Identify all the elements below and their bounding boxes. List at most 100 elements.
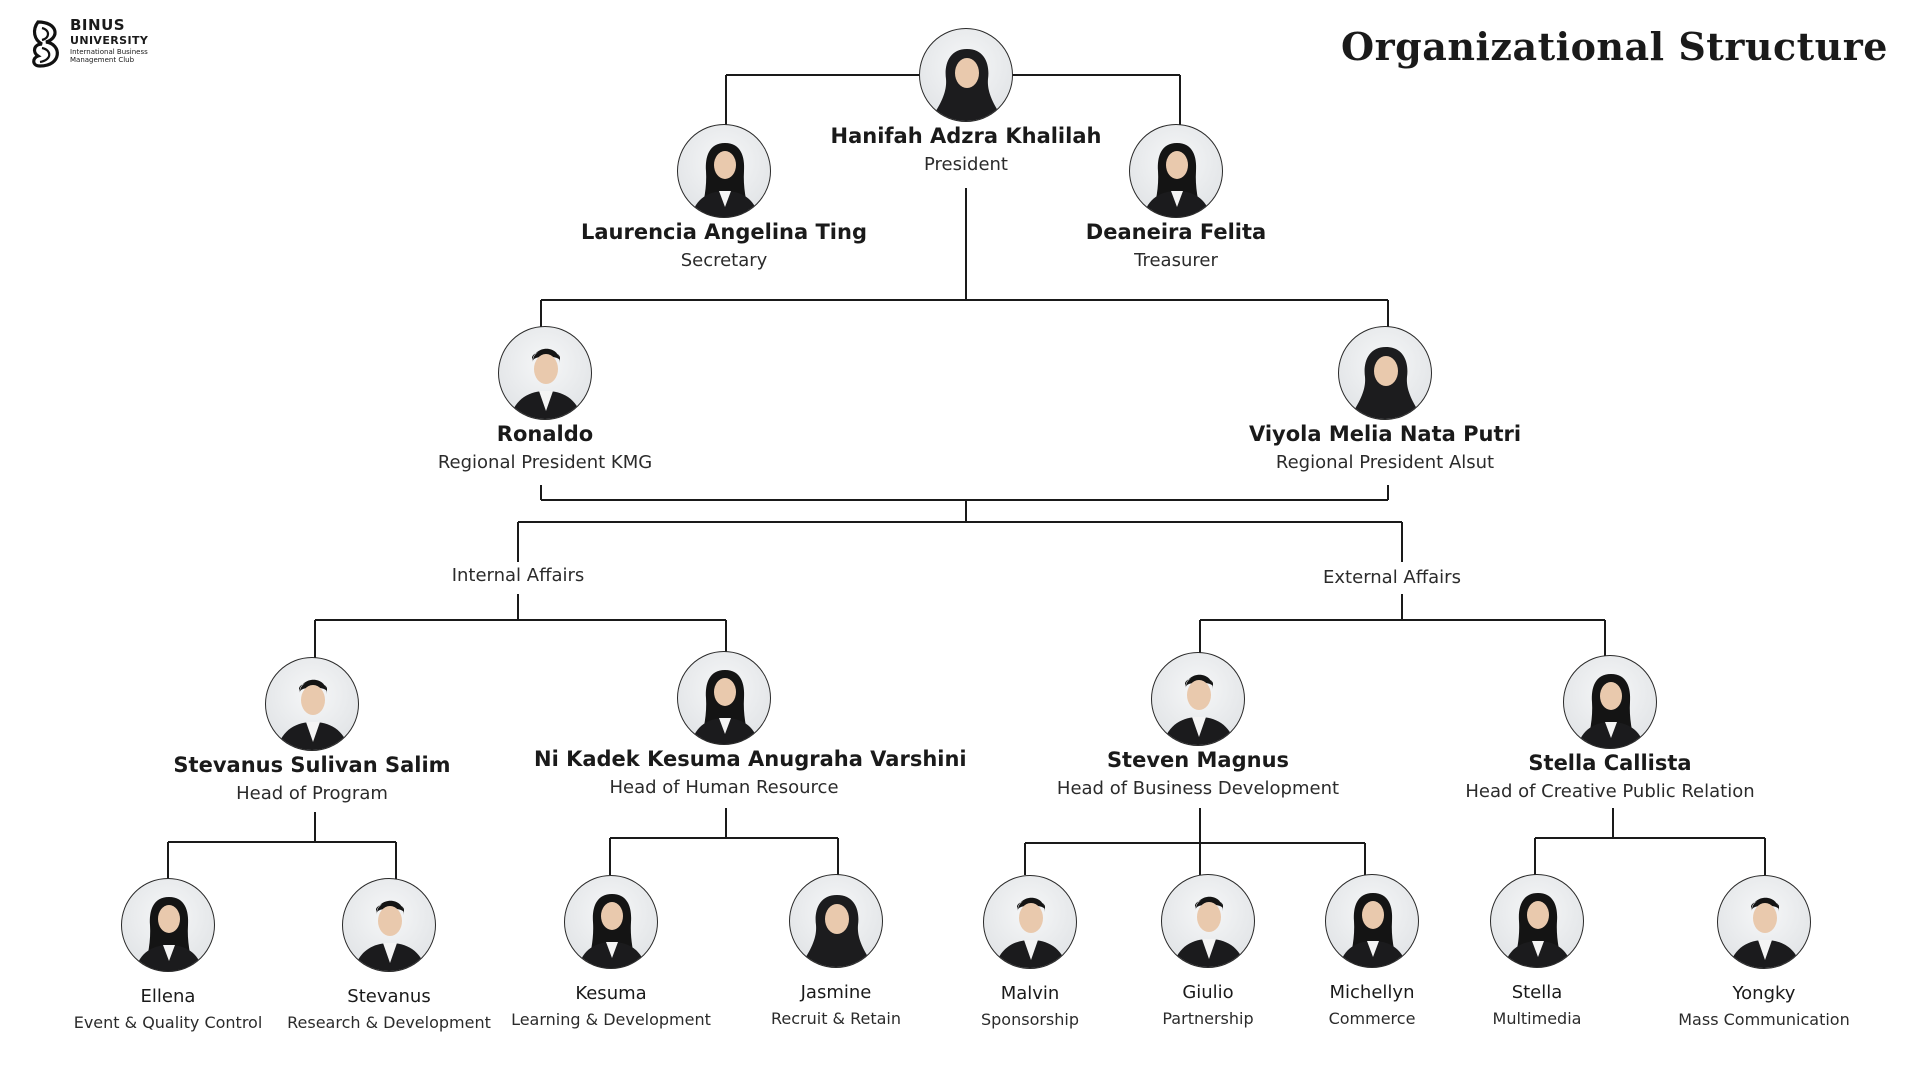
portrait-silhouette-icon xyxy=(1339,893,1407,967)
giulio-role: Partnership xyxy=(1162,1009,1254,1028)
head-of-program-name: Stevanus Sulivan Salim xyxy=(173,753,451,777)
ellena-role: Event & Quality Control xyxy=(73,1013,263,1032)
portrait-silhouette-icon xyxy=(135,897,203,971)
person-yongky: Yongky Mass Communication xyxy=(1574,875,1920,1029)
president-photo xyxy=(919,28,1013,122)
head-of-business-development-role: Head of Business Development xyxy=(1056,778,1340,799)
portrait-silhouette-icon xyxy=(578,894,646,968)
regional-president-alsut-role: Regional President Alsut xyxy=(1275,452,1495,473)
ellena-photo xyxy=(121,878,215,972)
person-treasurer: Deaneira Felita Treasurer xyxy=(986,124,1366,271)
stella-role: Multimedia xyxy=(1492,1009,1582,1028)
person-head-of-business-development: Steven Magnus Head of Business Developme… xyxy=(1008,652,1388,799)
jasmine-photo xyxy=(789,874,883,968)
portrait-silhouette-icon xyxy=(691,670,759,744)
regional-president-alsut-name: Viyola Melia Nata Putri xyxy=(1248,422,1522,446)
head-of-human-resource-name: Ni Kadek Kesuma Anugraha Varshini xyxy=(534,747,967,771)
logo-line-4: Management Club xyxy=(70,56,135,64)
stevanus-name: Stevanus xyxy=(347,986,431,1007)
malvin-name: Malvin xyxy=(1000,983,1060,1004)
regional-president-kmg-photo xyxy=(498,326,592,420)
yongky-photo xyxy=(1717,875,1811,969)
portrait-silhouette-icon xyxy=(1348,347,1424,419)
jasmine-name: Jasmine xyxy=(800,982,872,1003)
portrait-silhouette-icon xyxy=(691,143,759,217)
branch-label-external-affairs: External Affairs xyxy=(1242,565,1542,590)
stella-name: Stella xyxy=(1511,982,1563,1003)
person-president: Hanifah Adzra Khalilah President xyxy=(776,28,1156,175)
connector-regional-merge xyxy=(540,485,1389,522)
logo-line-3: International Business xyxy=(70,48,148,56)
head-of-business-development-name: Steven Magnus xyxy=(1106,748,1290,772)
jasmine-role: Recruit & Retain xyxy=(770,1009,902,1028)
portrait-silhouette-icon xyxy=(799,895,875,967)
kesuma-photo xyxy=(564,875,658,969)
head-of-creative-public-relation-role: Head of Creative Public Relation xyxy=(1465,781,1755,802)
head-of-program-photo xyxy=(265,657,359,751)
president-role: President xyxy=(924,154,1008,175)
connector-bd-staff xyxy=(1024,808,1366,875)
branch-label-internal-affairs: Internal Affairs xyxy=(368,563,668,588)
person-secretary: Laurencia Angelina Ting Secretary xyxy=(534,124,914,271)
person-jasmine: Jasmine Recruit & Retain xyxy=(646,874,1026,1028)
malvin-photo xyxy=(983,875,1077,969)
portrait-silhouette-icon xyxy=(929,49,1005,121)
binus-logo-mark-icon xyxy=(32,20,59,68)
michellyn-role: Commerce xyxy=(1328,1009,1416,1028)
connector-president-regional xyxy=(540,188,1389,330)
connector-internal-heads xyxy=(314,594,727,660)
logo-line-1: BINUS xyxy=(70,16,126,34)
michellyn-photo xyxy=(1325,874,1419,968)
person-head-of-human-resource: Ni Kadek Kesuma Anugraha Varshini Head o… xyxy=(534,651,967,798)
malvin-role: Sponsorship xyxy=(980,1010,1080,1029)
portrait-silhouette-icon xyxy=(1162,674,1236,745)
portrait-silhouette-icon xyxy=(994,897,1068,968)
stevanus-photo xyxy=(342,878,436,972)
secretary-role: Secretary xyxy=(680,250,768,271)
person-michellyn: Michellyn Commerce xyxy=(1182,874,1562,1028)
giulio-photo xyxy=(1161,874,1255,968)
president-name: Hanifah Adzra Khalilah xyxy=(830,124,1102,148)
connector-program-staff xyxy=(167,812,397,880)
head-of-human-resource-role: Head of Human Resource xyxy=(609,777,839,798)
person-regional-president-alsut: Viyola Melia Nata Putri Regional Preside… xyxy=(1195,326,1575,473)
person-regional-president-kmg: Ronaldo Regional President KMG xyxy=(355,326,735,473)
giulio-name: Giulio xyxy=(1182,982,1234,1003)
portrait-silhouette-icon xyxy=(353,900,427,971)
connector-affairs-split xyxy=(517,521,1403,562)
page-title: Organizational Structure xyxy=(1341,24,1888,69)
portrait-silhouette-icon xyxy=(1143,143,1211,217)
connector-cpr-staff xyxy=(1534,808,1766,875)
person-stevanus: Stevanus Research & Development xyxy=(199,878,579,1032)
person-head-of-creative-public-relation: Stella Callista Head of Creative Public … xyxy=(1420,655,1800,802)
person-stella: Stella Multimedia xyxy=(1347,874,1727,1028)
head-of-human-resource-photo xyxy=(677,651,771,745)
connector-hr-staff xyxy=(609,808,839,875)
stella-photo xyxy=(1490,874,1584,968)
secretary-name: Laurencia Angelina Ting xyxy=(581,220,867,244)
regional-president-alsut-photo xyxy=(1338,326,1432,420)
binus-logo: BINUS UNIVERSITY International Business … xyxy=(28,18,148,70)
connector-external-heads xyxy=(1199,594,1606,660)
portrait-silhouette-icon xyxy=(1504,893,1572,967)
portrait-silhouette-icon xyxy=(1172,896,1246,967)
yongky-name: Yongky xyxy=(1732,983,1796,1004)
person-giulio: Giulio Partnership xyxy=(1018,874,1398,1028)
ellena-name: Ellena xyxy=(140,986,196,1007)
treasurer-name: Deaneira Felita xyxy=(1085,220,1267,244)
head-of-creative-public-relation-photo xyxy=(1563,655,1657,749)
stevanus-role: Research & Development xyxy=(287,1013,491,1032)
person-kesuma: Kesuma Learning & Development xyxy=(421,875,801,1029)
logo-line-2: UNIVERSITY xyxy=(70,34,149,47)
portrait-silhouette-icon xyxy=(1728,897,1802,968)
secretary-photo xyxy=(677,124,771,218)
person-ellena: Ellena Event & Quality Control xyxy=(0,878,358,1032)
kesuma-name: Kesuma xyxy=(575,983,647,1004)
yongky-role: Mass Communication xyxy=(1678,1010,1850,1029)
portrait-silhouette-icon xyxy=(1577,674,1645,748)
regional-president-kmg-role: Regional President KMG xyxy=(437,452,653,473)
regional-president-kmg-name: Ronaldo xyxy=(496,422,594,446)
head-of-creative-public-relation-name: Stella Callista xyxy=(1528,751,1692,775)
treasurer-photo xyxy=(1129,124,1223,218)
